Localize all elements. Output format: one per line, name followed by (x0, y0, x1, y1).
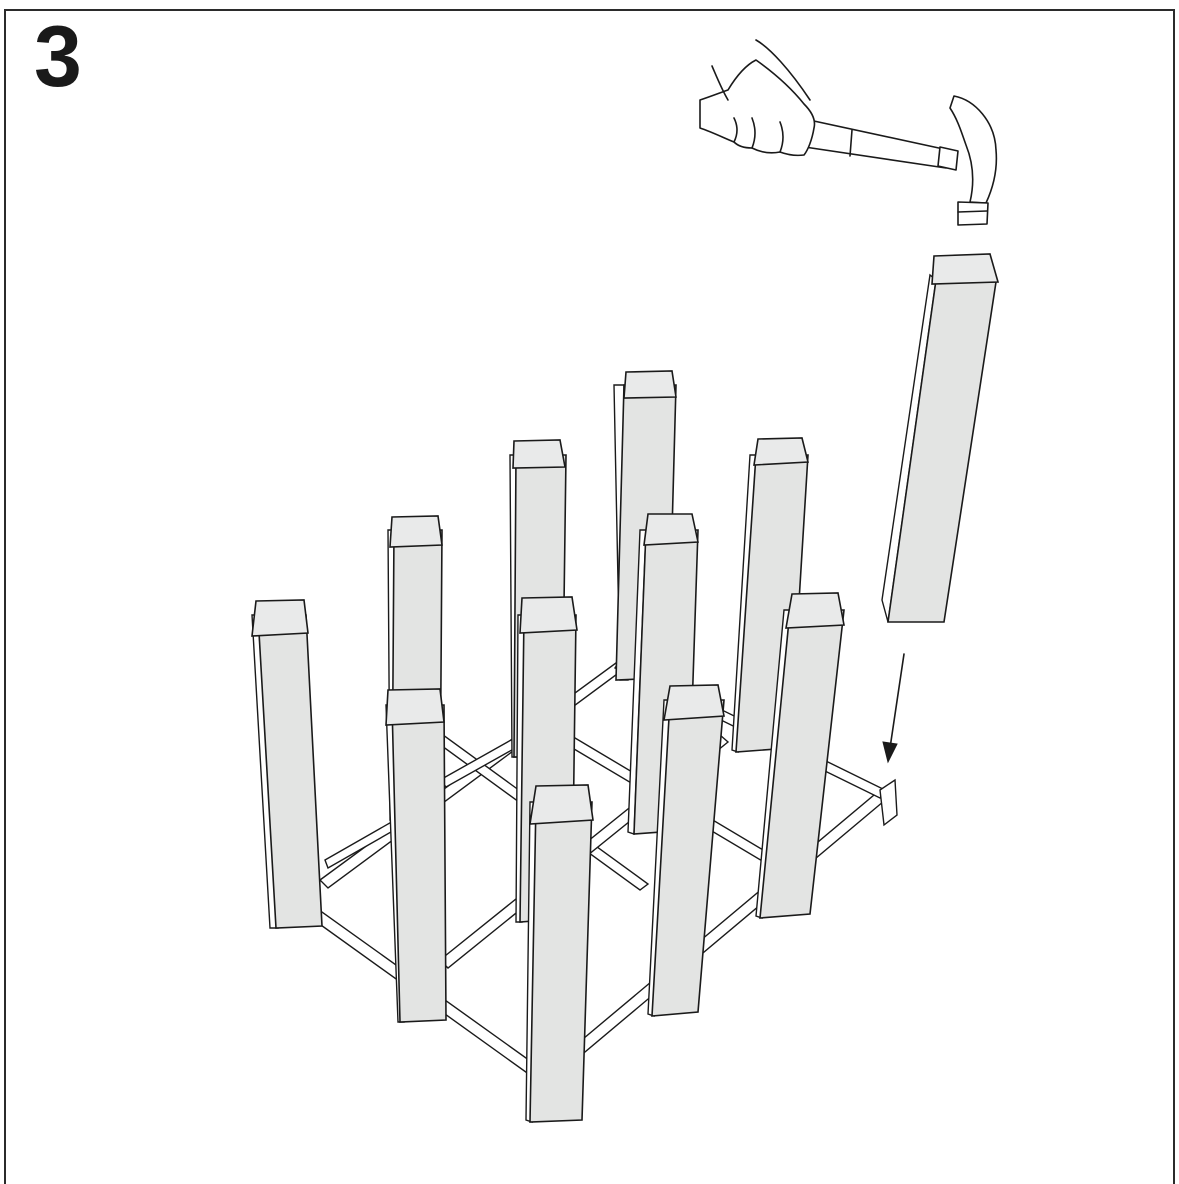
down-arrow-icon (883, 654, 904, 762)
hammer-hand-icon (700, 40, 996, 225)
post (526, 785, 593, 1122)
post-being-inserted (882, 254, 998, 622)
post (252, 600, 322, 928)
